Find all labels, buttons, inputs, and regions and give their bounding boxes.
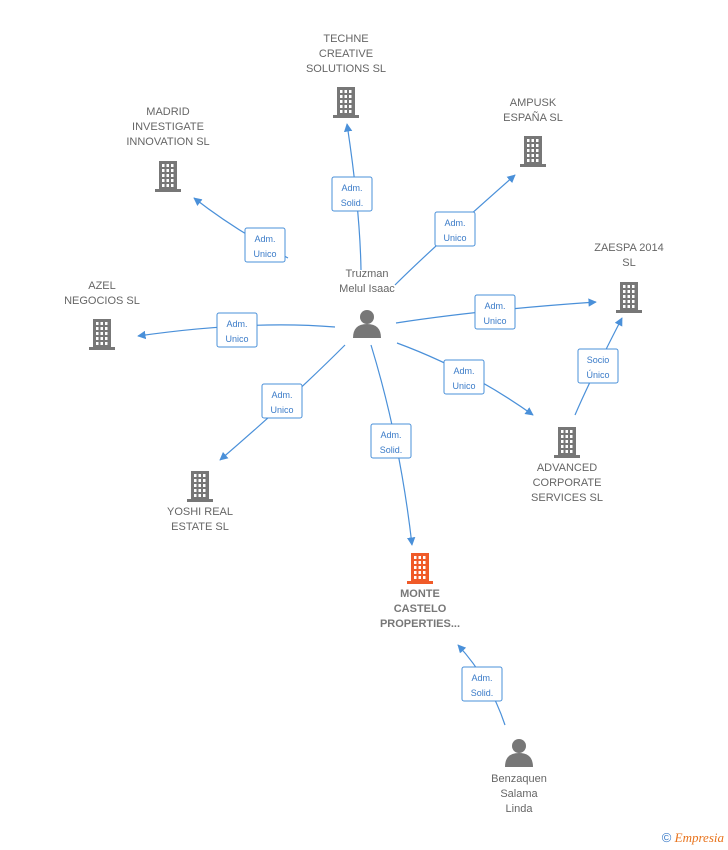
edge-label-line: Unico	[270, 405, 293, 415]
edge-label-line: Unico	[253, 249, 276, 259]
edge-truzman-madrid: Adm. Unico	[193, 197, 289, 263]
node-label: MONTE	[400, 588, 440, 600]
node-monte[interactable]: MONTE CASTELO PROPERTIES...	[380, 553, 460, 630]
node-label: Linda	[506, 803, 534, 815]
edge-label-line: Solid.	[471, 688, 494, 698]
edge-label-line: Unico	[483, 316, 506, 326]
building-icon	[407, 553, 433, 584]
building-icon	[554, 427, 580, 458]
node-label: CREATIVE	[319, 48, 373, 60]
node-label: Salama	[500, 788, 538, 800]
node-label: SERVICES SL	[531, 492, 603, 504]
edge-label-line: Adm.	[380, 430, 401, 440]
building-icon	[155, 161, 181, 192]
node-azel[interactable]: AZEL NEGOCIOS SL	[64, 280, 140, 350]
edge-label-line: Adm.	[254, 234, 275, 244]
edge-label-line: Adm.	[471, 673, 492, 683]
edge-label-box[interactable]	[577, 348, 619, 384]
edge-label-line: Único	[586, 370, 609, 380]
edge-truzman-advanced: Adm. Unico	[396, 342, 534, 416]
edge-label-line: Adm.	[484, 301, 505, 311]
edge-label-line: Adm.	[271, 390, 292, 400]
edge-label-line: Solid.	[341, 198, 364, 208]
edge-label-line: Solid.	[380, 445, 403, 455]
node-label: AMPUSK	[510, 97, 557, 109]
person-icon	[353, 310, 381, 338]
node-label: INVESTIGATE	[132, 121, 204, 133]
empresia-logo: Empresia	[674, 830, 724, 845]
node-madrid[interactable]: MADRID INVESTIGATE INNOVATION SL	[126, 106, 210, 192]
node-techne[interactable]: TECHNE CREATIVE SOLUTIONS SL	[306, 33, 386, 118]
copyright-symbol: ©	[661, 830, 672, 845]
edge-label-line: Adm.	[444, 218, 465, 228]
edge-label-box[interactable]	[244, 227, 286, 263]
node-label: TECHNE	[323, 33, 368, 45]
edge-truzman-azel: Adm. Unico	[137, 312, 336, 348]
edge-label-box[interactable]	[370, 423, 412, 459]
node-label: Truzman	[346, 268, 389, 280]
edge-label-line: Adm.	[453, 366, 474, 376]
edge-truzman-zaespa: Adm. Unico	[395, 294, 597, 330]
node-label: ESTATE SL	[171, 521, 229, 533]
node-label: CASTELO	[394, 603, 447, 615]
edge-truzman-monte: Adm. Solid.	[370, 344, 416, 546]
edge-label-box[interactable]	[443, 359, 485, 395]
building-icon	[187, 471, 213, 502]
edge-label-line: Adm.	[226, 319, 247, 329]
node-label: ZAESPA 2014	[594, 242, 664, 254]
building-icon	[333, 87, 359, 118]
edge-label-box[interactable]	[474, 294, 516, 330]
node-label: INNOVATION SL	[126, 136, 209, 148]
edge-label-line: Adm.	[341, 183, 362, 193]
edge-label-line: Socio	[587, 355, 610, 365]
edge-truzman-techne: Adm. Solid.	[331, 123, 373, 271]
edge-label-line: Unico	[443, 233, 466, 243]
person-icon	[505, 739, 533, 767]
edge-benzaquen-monte: Adm. Solid.	[457, 644, 506, 726]
building-icon	[520, 136, 546, 167]
edge-label-line: Unico	[225, 334, 248, 344]
edge-label-box[interactable]	[331, 176, 373, 212]
node-label: MADRID	[146, 106, 189, 118]
node-label: Melul Isaac	[339, 283, 395, 295]
node-label: ESPAÑA SL	[503, 111, 563, 124]
node-label: Benzaquen	[491, 773, 547, 785]
node-label: ADVANCED	[537, 462, 597, 474]
node-label: SOLUTIONS SL	[306, 63, 386, 75]
node-label: PROPERTIES...	[380, 618, 460, 630]
edge-label-box[interactable]	[261, 383, 303, 419]
footer-brand: © Empresia	[662, 830, 724, 846]
edge-label-box[interactable]	[434, 211, 476, 247]
edge-label-box[interactable]	[461, 666, 503, 702]
node-label: AZEL	[88, 280, 116, 292]
building-icon	[616, 282, 642, 313]
edge-label-line: Unico	[452, 381, 475, 391]
node-label: YOSHI REAL	[167, 506, 233, 518]
node-label: SL	[622, 257, 635, 269]
edge-truzman-ampusk: Adm. Unico	[394, 174, 516, 286]
edge-truzman-yoshi: Adm. Unico	[219, 344, 346, 461]
node-yoshi[interactable]: YOSHI REAL ESTATE SL	[167, 471, 233, 533]
node-advanced[interactable]: ADVANCED CORPORATE SERVICES SL	[531, 427, 603, 504]
edge-label-box[interactable]	[216, 312, 258, 348]
building-icon	[89, 319, 115, 350]
node-label: NEGOCIOS SL	[64, 295, 140, 307]
node-ampusk[interactable]: AMPUSK ESPAÑA SL	[503, 97, 563, 167]
node-label: CORPORATE	[533, 477, 602, 489]
